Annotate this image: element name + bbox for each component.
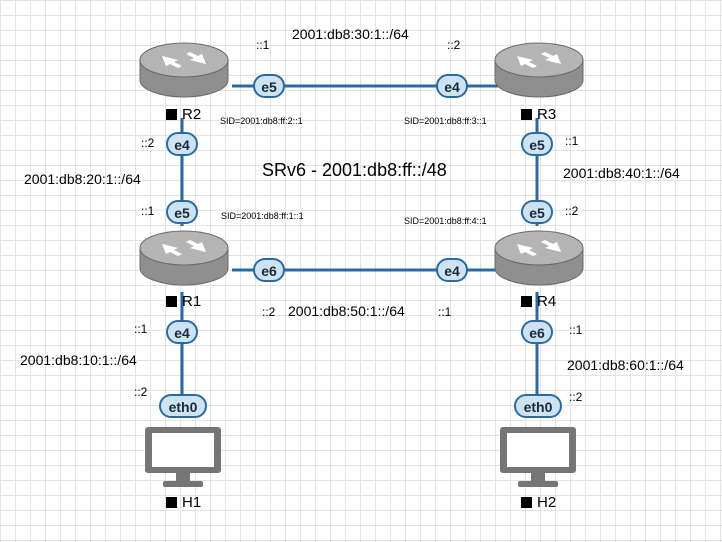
net-label-r4-h2: 2001:db8:60:1::/64 <box>567 357 684 373</box>
host-h2-monitor-icon[interactable] <box>498 425 578 489</box>
net-label-r2-r1: 2001:db8:20:1::/64 <box>24 171 141 187</box>
router-r4-name: R4 <box>521 293 556 310</box>
host-h2-label: H2 <box>537 494 557 511</box>
router-r3-name: R3 <box>521 106 556 123</box>
net-label-r1-r4: 2001:db8:50:1::/64 <box>288 303 405 319</box>
iface-r3-e4[interactable]: e4 <box>436 74 468 98</box>
router-r1-icon[interactable] <box>138 228 230 288</box>
marker-square <box>166 296 177 307</box>
marker-square <box>521 296 532 307</box>
addr-r3-e5: ::1 <box>565 134 579 148</box>
addr-r2-e5: ::1 <box>256 38 270 52</box>
diagram-title: SRv6 - 2001:db8:ff::/48 <box>262 160 447 180</box>
sid-r2: SID=2001:db8:ff:2::1 <box>220 116 303 126</box>
net-label-r1-h1: 2001:db8:10:1::/64 <box>20 352 137 368</box>
addr-r4-e5: ::2 <box>565 204 579 218</box>
router-r3-label: R3 <box>537 106 557 123</box>
iface-r3-e5[interactable]: e5 <box>521 132 553 156</box>
marker-square <box>166 497 177 508</box>
sid-r3: SID=2001:db8:ff:3::1 <box>404 116 487 126</box>
net-label-r2-r3: 2001:db8:30:1::/64 <box>292 26 409 42</box>
addr-r1-e4: ::1 <box>134 322 148 336</box>
host-h1-monitor-icon[interactable] <box>143 425 223 489</box>
links <box>180 84 539 396</box>
iface-h2-eth0[interactable]: eth0 <box>514 394 562 418</box>
addr-r1-e6: ::2 <box>262 305 276 319</box>
iface-r1-e5[interactable]: e5 <box>166 200 198 224</box>
addr-r4-e4: ::1 <box>438 305 452 319</box>
host-h1-label: H1 <box>182 494 202 511</box>
iface-r4-e6[interactable]: e6 <box>521 320 553 344</box>
marker-square <box>521 497 532 508</box>
router-r1-label: R1 <box>182 293 202 310</box>
iface-h1-eth0[interactable]: eth0 <box>159 394 207 418</box>
router-r4-icon[interactable] <box>493 228 585 288</box>
marker-square <box>166 109 177 120</box>
host-h2-name: H2 <box>521 494 556 511</box>
iface-r1-e4[interactable]: e4 <box>166 320 198 344</box>
iface-r2-e4[interactable]: e4 <box>166 132 198 156</box>
host-h1-name: H1 <box>166 494 201 511</box>
sid-r1: SID=2001:db8:ff:1::1 <box>221 211 304 221</box>
router-r4-label: R4 <box>537 293 557 310</box>
router-r2-icon[interactable] <box>138 40 230 100</box>
addr-r3-e4: ::2 <box>447 38 461 52</box>
router-r2-name: R2 <box>166 106 201 123</box>
router-r2-label: R2 <box>182 106 202 123</box>
sid-r4: SID=2001:db8:ff:4::1 <box>404 216 487 226</box>
addr-h1-eth0: ::2 <box>134 385 148 399</box>
addr-r1-e5: ::1 <box>141 204 155 218</box>
iface-r4-e4[interactable]: e4 <box>436 258 468 282</box>
router-r1-name: R1 <box>166 293 201 310</box>
iface-r2-e5[interactable]: e5 <box>253 74 285 98</box>
router-r3-icon[interactable] <box>493 40 585 100</box>
addr-r2-e4: ::2 <box>141 136 155 150</box>
marker-square <box>521 109 532 120</box>
iface-r4-e5[interactable]: e5 <box>521 200 553 224</box>
addr-h2-eth0: ::2 <box>569 390 583 404</box>
iface-r1-e6[interactable]: e6 <box>253 258 285 282</box>
net-label-r3-r4: 2001:db8:40:1::/64 <box>563 165 680 181</box>
addr-r4-e6: ::1 <box>569 323 583 337</box>
